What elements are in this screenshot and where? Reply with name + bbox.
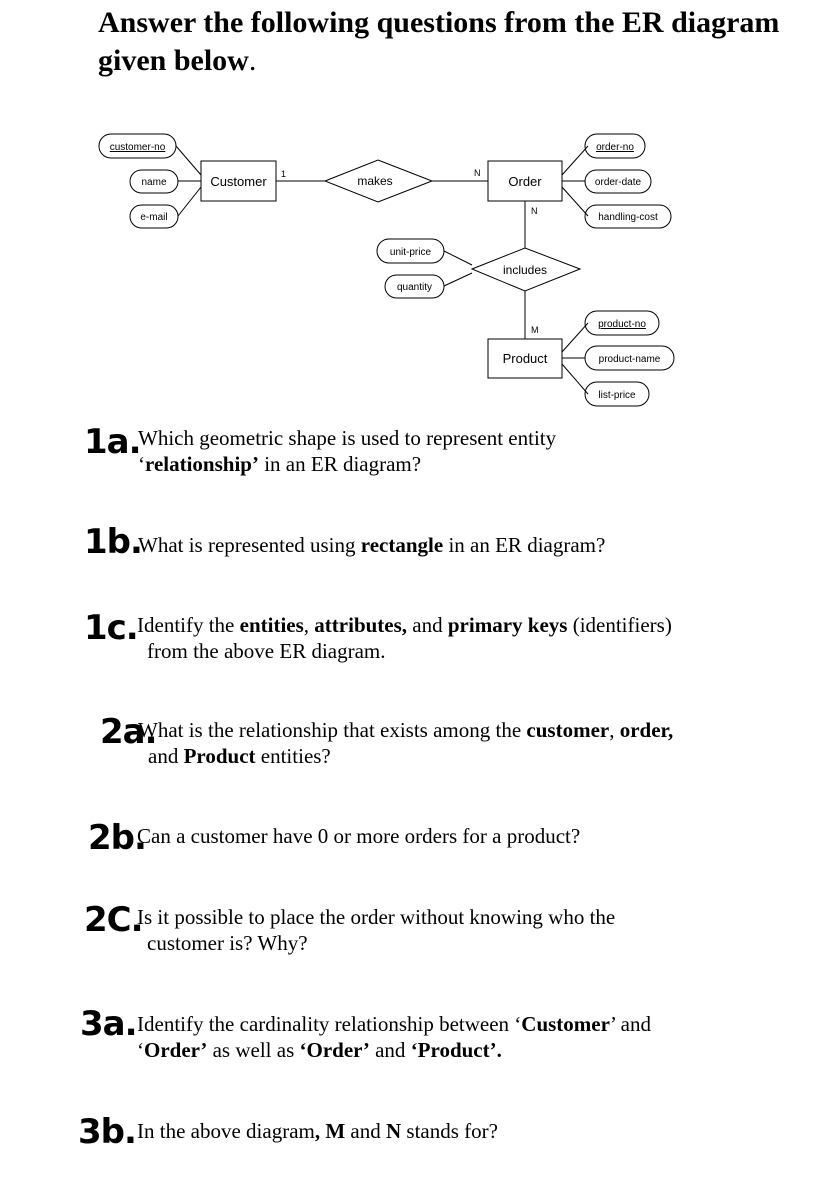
link-customer-no — [175, 145, 202, 176]
cardinality-order-includes: N — [531, 206, 538, 216]
attribute-email — [129, 204, 179, 229]
attribute-handling-cost-label: handling-cost — [598, 212, 658, 223]
link-order-no — [561, 145, 589, 176]
question-number: 2a. — [100, 712, 158, 752]
question-number: 3a. — [80, 1004, 138, 1044]
link-product-no — [561, 322, 589, 353]
link-unit-price — [443, 250, 473, 266]
entity-product-label: Product — [503, 351, 548, 366]
question-text: Identify the cardinality relationship be… — [137, 1012, 651, 1062]
question-text: Is it possible to place the order withou… — [137, 905, 616, 955]
attribute-email-label: e-mail — [140, 212, 167, 223]
relationship-includes — [470, 247, 582, 292]
attribute-quantity-label: quantity — [397, 282, 432, 293]
attribute-list-price-label: list-price — [598, 390, 636, 401]
attribute-order-date-label: order-date — [595, 177, 642, 188]
attribute-unit-price — [376, 238, 445, 264]
question-text: In the above diagram, M and N stands for… — [137, 1119, 498, 1143]
attribute-list-price — [584, 381, 650, 407]
link-email — [177, 186, 202, 217]
entity-product — [487, 338, 563, 379]
attribute-order-no-label: order-no — [596, 142, 634, 153]
link-quantity — [443, 272, 473, 287]
question-text: Which geometric shape is used to represe… — [138, 426, 557, 476]
question-number: 2C. — [84, 900, 144, 940]
question-number: 1c. — [84, 608, 139, 648]
cardinality-product: M — [531, 325, 539, 335]
question-text: Identify the entities, attributes, and p… — [137, 613, 672, 663]
entity-customer — [200, 160, 277, 202]
attribute-product-no-label: product-no — [598, 319, 646, 330]
attribute-product-name-label: product-name — [599, 354, 661, 365]
entity-order-label: Order — [508, 174, 542, 189]
cardinality-customer: 1 — [281, 169, 286, 179]
question-text: Can a customer have 0 or more orders for… — [137, 824, 581, 848]
question-number: 3b. — [78, 1112, 137, 1152]
cardinality-order-makes: N — [474, 168, 481, 178]
link-handling-cost — [561, 186, 589, 217]
question-number: 2b. — [88, 818, 147, 858]
entity-customer-label: Customer — [210, 174, 267, 189]
question-number: 1b. — [84, 522, 143, 562]
relationship-makes — [323, 159, 434, 203]
attribute-unit-price-label: unit-price — [390, 247, 432, 258]
relationship-makes-label: makes — [357, 174, 392, 188]
entity-order — [487, 160, 563, 202]
attribute-name-label: name — [141, 177, 166, 188]
attribute-order-no — [584, 133, 646, 159]
attribute-product-name — [584, 345, 675, 371]
question-text: What is represented using rectangle in a… — [138, 533, 606, 557]
attribute-customer-no — [98, 133, 177, 159]
attribute-name — [129, 169, 179, 194]
attribute-order-date — [584, 169, 652, 194]
attribute-handling-cost — [584, 204, 672, 229]
link-list-price — [561, 363, 589, 395]
question-number: 1a. — [84, 422, 142, 462]
attribute-quantity — [384, 274, 445, 299]
question-text: What is the relationship that exists amo… — [138, 718, 674, 768]
attribute-customer-no-label: customer-no — [110, 142, 166, 153]
er-diagram: Customer Order Product makes includes cu… — [98, 133, 675, 407]
page-title: Answer the following questions from the … — [98, 6, 780, 77]
relationship-includes-label: includes — [503, 263, 547, 277]
attribute-product-no — [584, 310, 660, 336]
